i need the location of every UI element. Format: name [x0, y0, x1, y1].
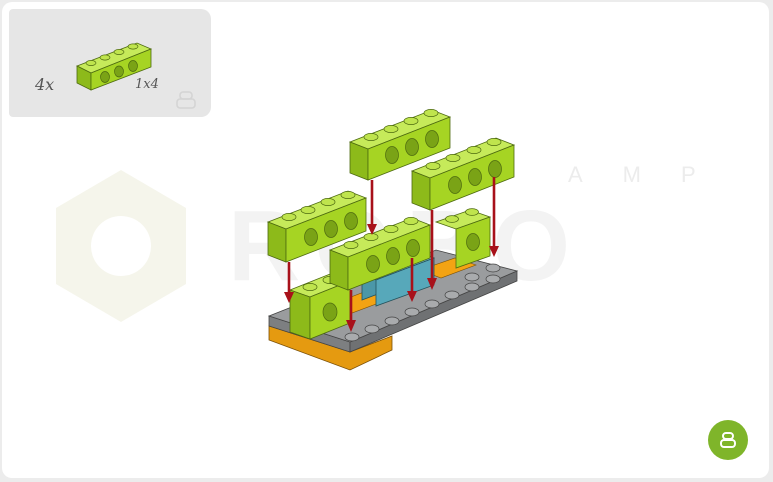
beam-1x4-right: [410, 137, 516, 211]
arrow-2: [346, 290, 356, 332]
bricks-stack-icon: [176, 91, 196, 109]
bricks-stack-icon: [720, 432, 736, 448]
bricks-menu-button[interactable]: [708, 420, 748, 460]
part-quantity: 4x: [35, 75, 55, 94]
beam-1x4-icon: [76, 42, 153, 91]
beam-1x4-left: [266, 190, 368, 263]
arrow-4: [407, 258, 417, 302]
arrow-5: [427, 210, 437, 290]
watermark-text-top: AMP: [568, 162, 736, 187]
arrow-3: [367, 180, 377, 235]
beam-1x4-top: [348, 109, 452, 181]
arrow-1: [284, 262, 294, 303]
arrow-6: [489, 177, 499, 257]
parts-list-panel: 4x 1x4: [9, 9, 211, 117]
beam-1x4-front: [328, 217, 432, 291]
placement-arrows: [284, 177, 499, 332]
beam-small-placed-right: [434, 208, 492, 269]
part-name: 1x4: [135, 77, 159, 92]
